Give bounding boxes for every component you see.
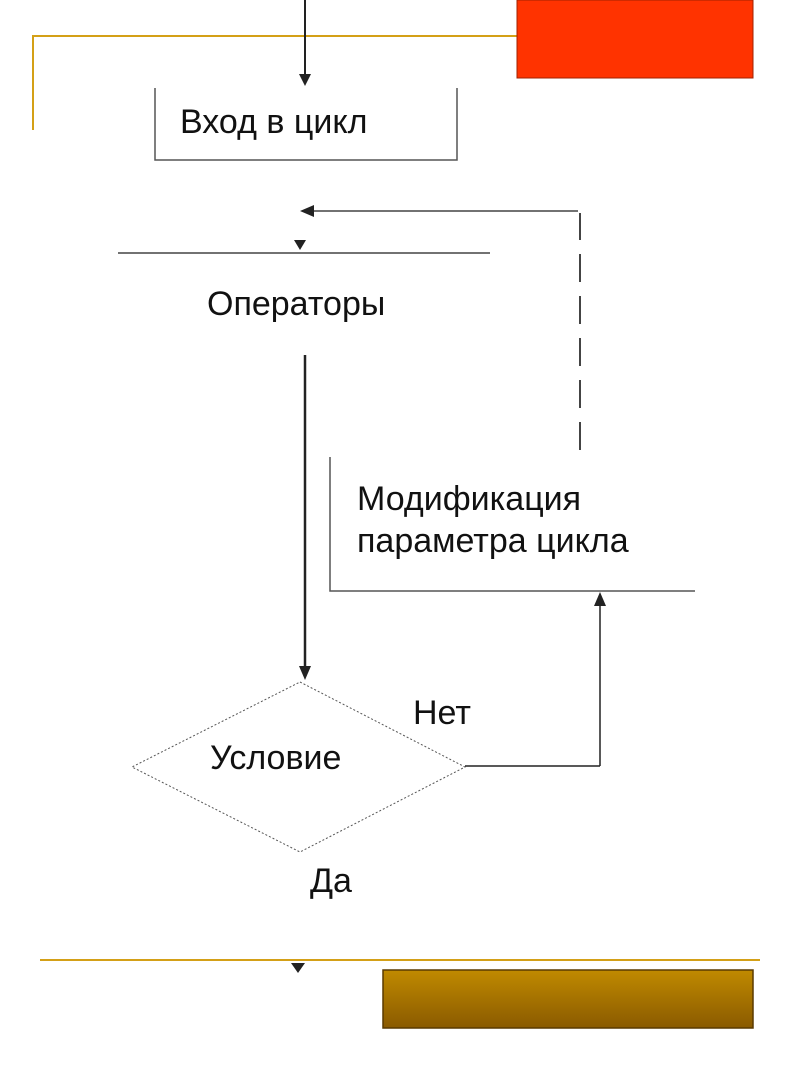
operators-arrowhead xyxy=(294,240,306,250)
operators-label: Операторы xyxy=(207,285,385,323)
footer-gold-block xyxy=(382,969,754,1029)
condition-arrowhead xyxy=(299,666,311,680)
no-branch-arrowhead xyxy=(594,592,606,606)
yes-label: Да xyxy=(310,862,352,900)
condition-diamond xyxy=(130,681,467,853)
exit-arrowhead xyxy=(291,963,305,973)
no-label: Нет xyxy=(413,694,471,732)
return-arrowhead xyxy=(300,205,314,217)
modification-box xyxy=(329,457,695,592)
modification-label-line2: параметра цикла xyxy=(357,522,629,560)
header-accent-line xyxy=(32,35,520,130)
entry-arrowhead xyxy=(299,74,311,86)
loop-entry-box xyxy=(154,88,458,161)
loop-entry-label: Вход в цикл xyxy=(180,103,367,141)
condition-label: Условие xyxy=(210,739,341,777)
header-red-block xyxy=(516,0,754,79)
modification-label-line1: Модификация xyxy=(357,480,581,518)
